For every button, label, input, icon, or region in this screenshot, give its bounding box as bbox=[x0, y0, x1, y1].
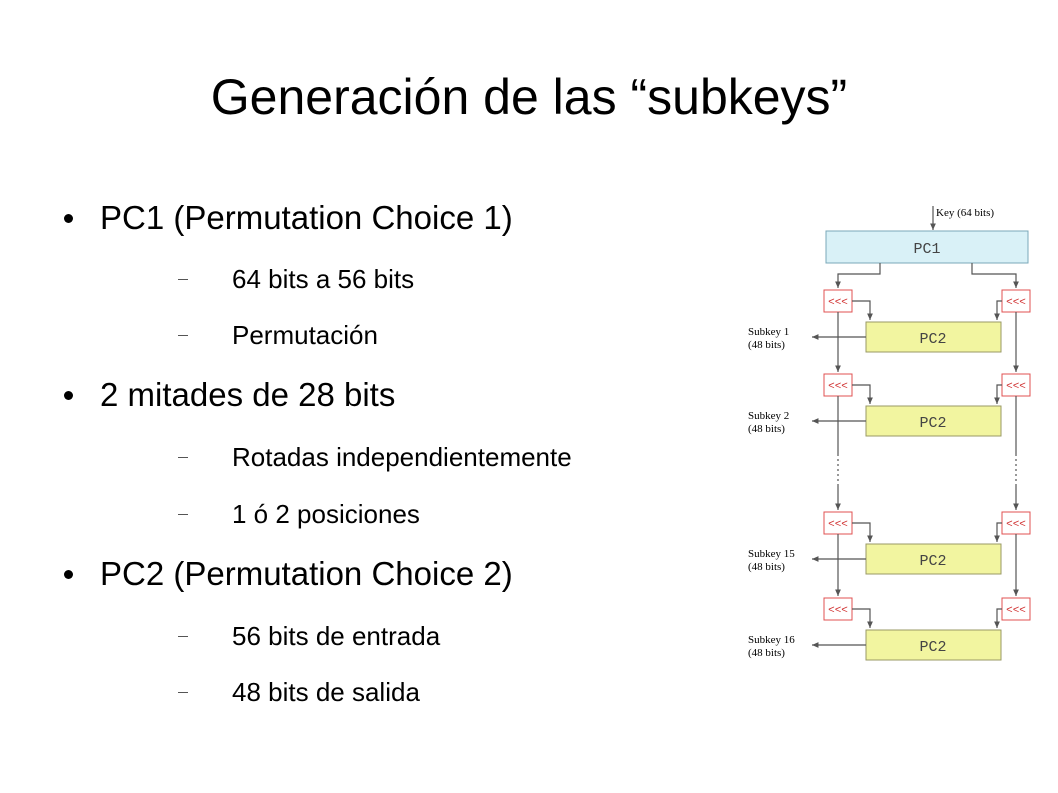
sub-bullet-text: 56 bits de entrada bbox=[232, 621, 441, 651]
sub-bullet-text: 48 bits de salida bbox=[232, 677, 420, 707]
pc2-label: PC2 bbox=[919, 553, 946, 570]
bullet-dot-icon bbox=[64, 570, 73, 579]
to-pc2-left-line bbox=[852, 522, 873, 542]
to-pc2-right-line bbox=[994, 522, 1002, 542]
subkey-bits: (48 bits) bbox=[748, 561, 785, 573]
pc2-box bbox=[865, 543, 1002, 575]
rotate-label-right: <<< bbox=[1006, 605, 1026, 617]
pc1-label: PC1 bbox=[913, 241, 940, 258]
subkey-bits: (48 bits) bbox=[748, 339, 785, 351]
rotate-label-right: <<< bbox=[1006, 297, 1026, 309]
dash-icon bbox=[178, 514, 188, 515]
rotate-label-right: <<< bbox=[1006, 519, 1026, 531]
key-input-label: Key (64 bits) bbox=[936, 207, 994, 219]
bullet-text: 2 mitades de 28 bits bbox=[100, 376, 396, 413]
to-pc2-right-line bbox=[994, 608, 1002, 628]
bullet-dot-icon bbox=[64, 214, 73, 223]
sub-bullet-text: 64 bits a 56 bits bbox=[232, 264, 415, 294]
to-pc2-right-line bbox=[994, 384, 1002, 404]
subkey-bits: (48 bits) bbox=[748, 423, 785, 435]
sub-bullet-text: Rotadas independientemente bbox=[232, 442, 572, 472]
pc2-label: PC2 bbox=[919, 331, 946, 348]
dash-icon bbox=[178, 636, 188, 637]
subkey-name: Subkey 16 bbox=[748, 634, 795, 646]
sub-bullet-text: 1 ó 2 posiciones bbox=[232, 499, 420, 529]
pc2-box bbox=[865, 321, 1002, 353]
bullet-text: PC2 (Permutation Choice 2) bbox=[100, 555, 513, 592]
to-pc2-left-line bbox=[852, 608, 873, 628]
subkey-name: Subkey 1 bbox=[748, 326, 789, 338]
pc1-box bbox=[825, 230, 1029, 264]
subkey-name: Subkey 2 bbox=[748, 410, 789, 422]
pc2-label: PC2 bbox=[919, 639, 946, 656]
dash-icon bbox=[178, 692, 188, 693]
rotate-label-left: <<< bbox=[828, 605, 848, 617]
rotate-label-left: <<< bbox=[828, 381, 848, 393]
split-left-line bbox=[835, 263, 881, 288]
rotate-label-right: <<< bbox=[1006, 381, 1026, 393]
slide-title: Generación de las “subkeys” bbox=[210, 69, 848, 125]
bullet-dot-icon bbox=[64, 391, 73, 400]
to-pc2-left-line bbox=[852, 384, 873, 404]
to-pc2-left-line bbox=[852, 300, 873, 320]
bullet-text: PC1 (Permutation Choice 1) bbox=[100, 199, 513, 236]
subkey-name: Subkey 15 bbox=[748, 548, 795, 560]
pc2-label: PC2 bbox=[919, 415, 946, 432]
rotate-label-left: <<< bbox=[828, 297, 848, 309]
sub-bullet-text: Permutación bbox=[232, 320, 378, 350]
dash-icon bbox=[178, 335, 188, 336]
subkey-bits: (48 bits) bbox=[748, 647, 785, 659]
rotate-label-left: <<< bbox=[828, 519, 848, 531]
split-right-line bbox=[971, 263, 1019, 288]
dash-icon bbox=[178, 279, 188, 280]
pc2-box bbox=[865, 405, 1002, 437]
to-pc2-right-line bbox=[994, 300, 1002, 320]
dash-icon bbox=[178, 457, 188, 458]
pc2-box bbox=[865, 629, 1002, 661]
